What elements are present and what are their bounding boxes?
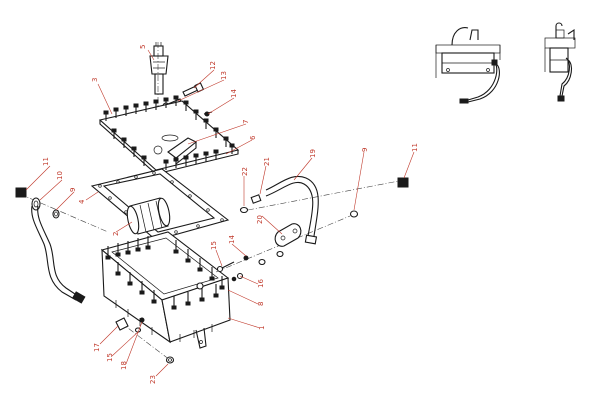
callout-13: 13 <box>220 71 228 80</box>
callout-15: 15 <box>210 241 218 250</box>
callout-22: 22 <box>241 167 249 176</box>
right-hose-assembly <box>215 175 409 273</box>
inset-side-view <box>544 22 576 102</box>
inset-front-view <box>435 27 501 104</box>
filter-element <box>126 197 171 235</box>
cover-bracket <box>167 137 198 166</box>
cover-plate <box>98 100 240 175</box>
callout-19: 19 <box>309 149 317 158</box>
callout-11: 11 <box>42 157 50 166</box>
callout-3: 3 <box>91 78 99 82</box>
callout-23: 23 <box>149 375 157 384</box>
cover-bolts <box>103 95 235 170</box>
callout-10: 10 <box>56 171 64 180</box>
callout-14b: 14 <box>228 235 236 244</box>
callout-11b: 11 <box>411 143 419 152</box>
callout-7: 7 <box>242 120 250 124</box>
tank-body <box>100 231 231 349</box>
callout-5: 5 <box>139 45 147 49</box>
callout-20: 20 <box>256 215 264 224</box>
callout-15b: 15 <box>106 353 114 362</box>
callout-12: 12 <box>209 61 217 70</box>
left-hose-assembly <box>15 187 109 304</box>
callout-14: 14 <box>230 89 238 98</box>
drain-fittings <box>115 317 175 364</box>
callout-9b: 9 <box>361 148 369 152</box>
callout-16: 16 <box>257 279 265 288</box>
callout-labels: 5 3 12 13 14 7 6 11 10 9 4 22 21 19 9 11… <box>42 45 419 384</box>
callout-6: 6 <box>249 135 257 140</box>
callout-21: 21 <box>263 157 271 166</box>
callout-8: 8 <box>257 302 265 306</box>
clamp-bracket <box>274 223 302 247</box>
callout-4: 4 <box>78 199 86 204</box>
callout-9: 9 <box>69 188 77 192</box>
callout-17: 17 <box>93 343 101 352</box>
callout-18: 18 <box>120 361 128 370</box>
breather-filter <box>149 42 169 160</box>
leader-lines <box>25 49 415 377</box>
callout-1: 1 <box>258 326 266 330</box>
callout-2: 2 <box>112 232 120 236</box>
small-fittings <box>216 250 284 282</box>
